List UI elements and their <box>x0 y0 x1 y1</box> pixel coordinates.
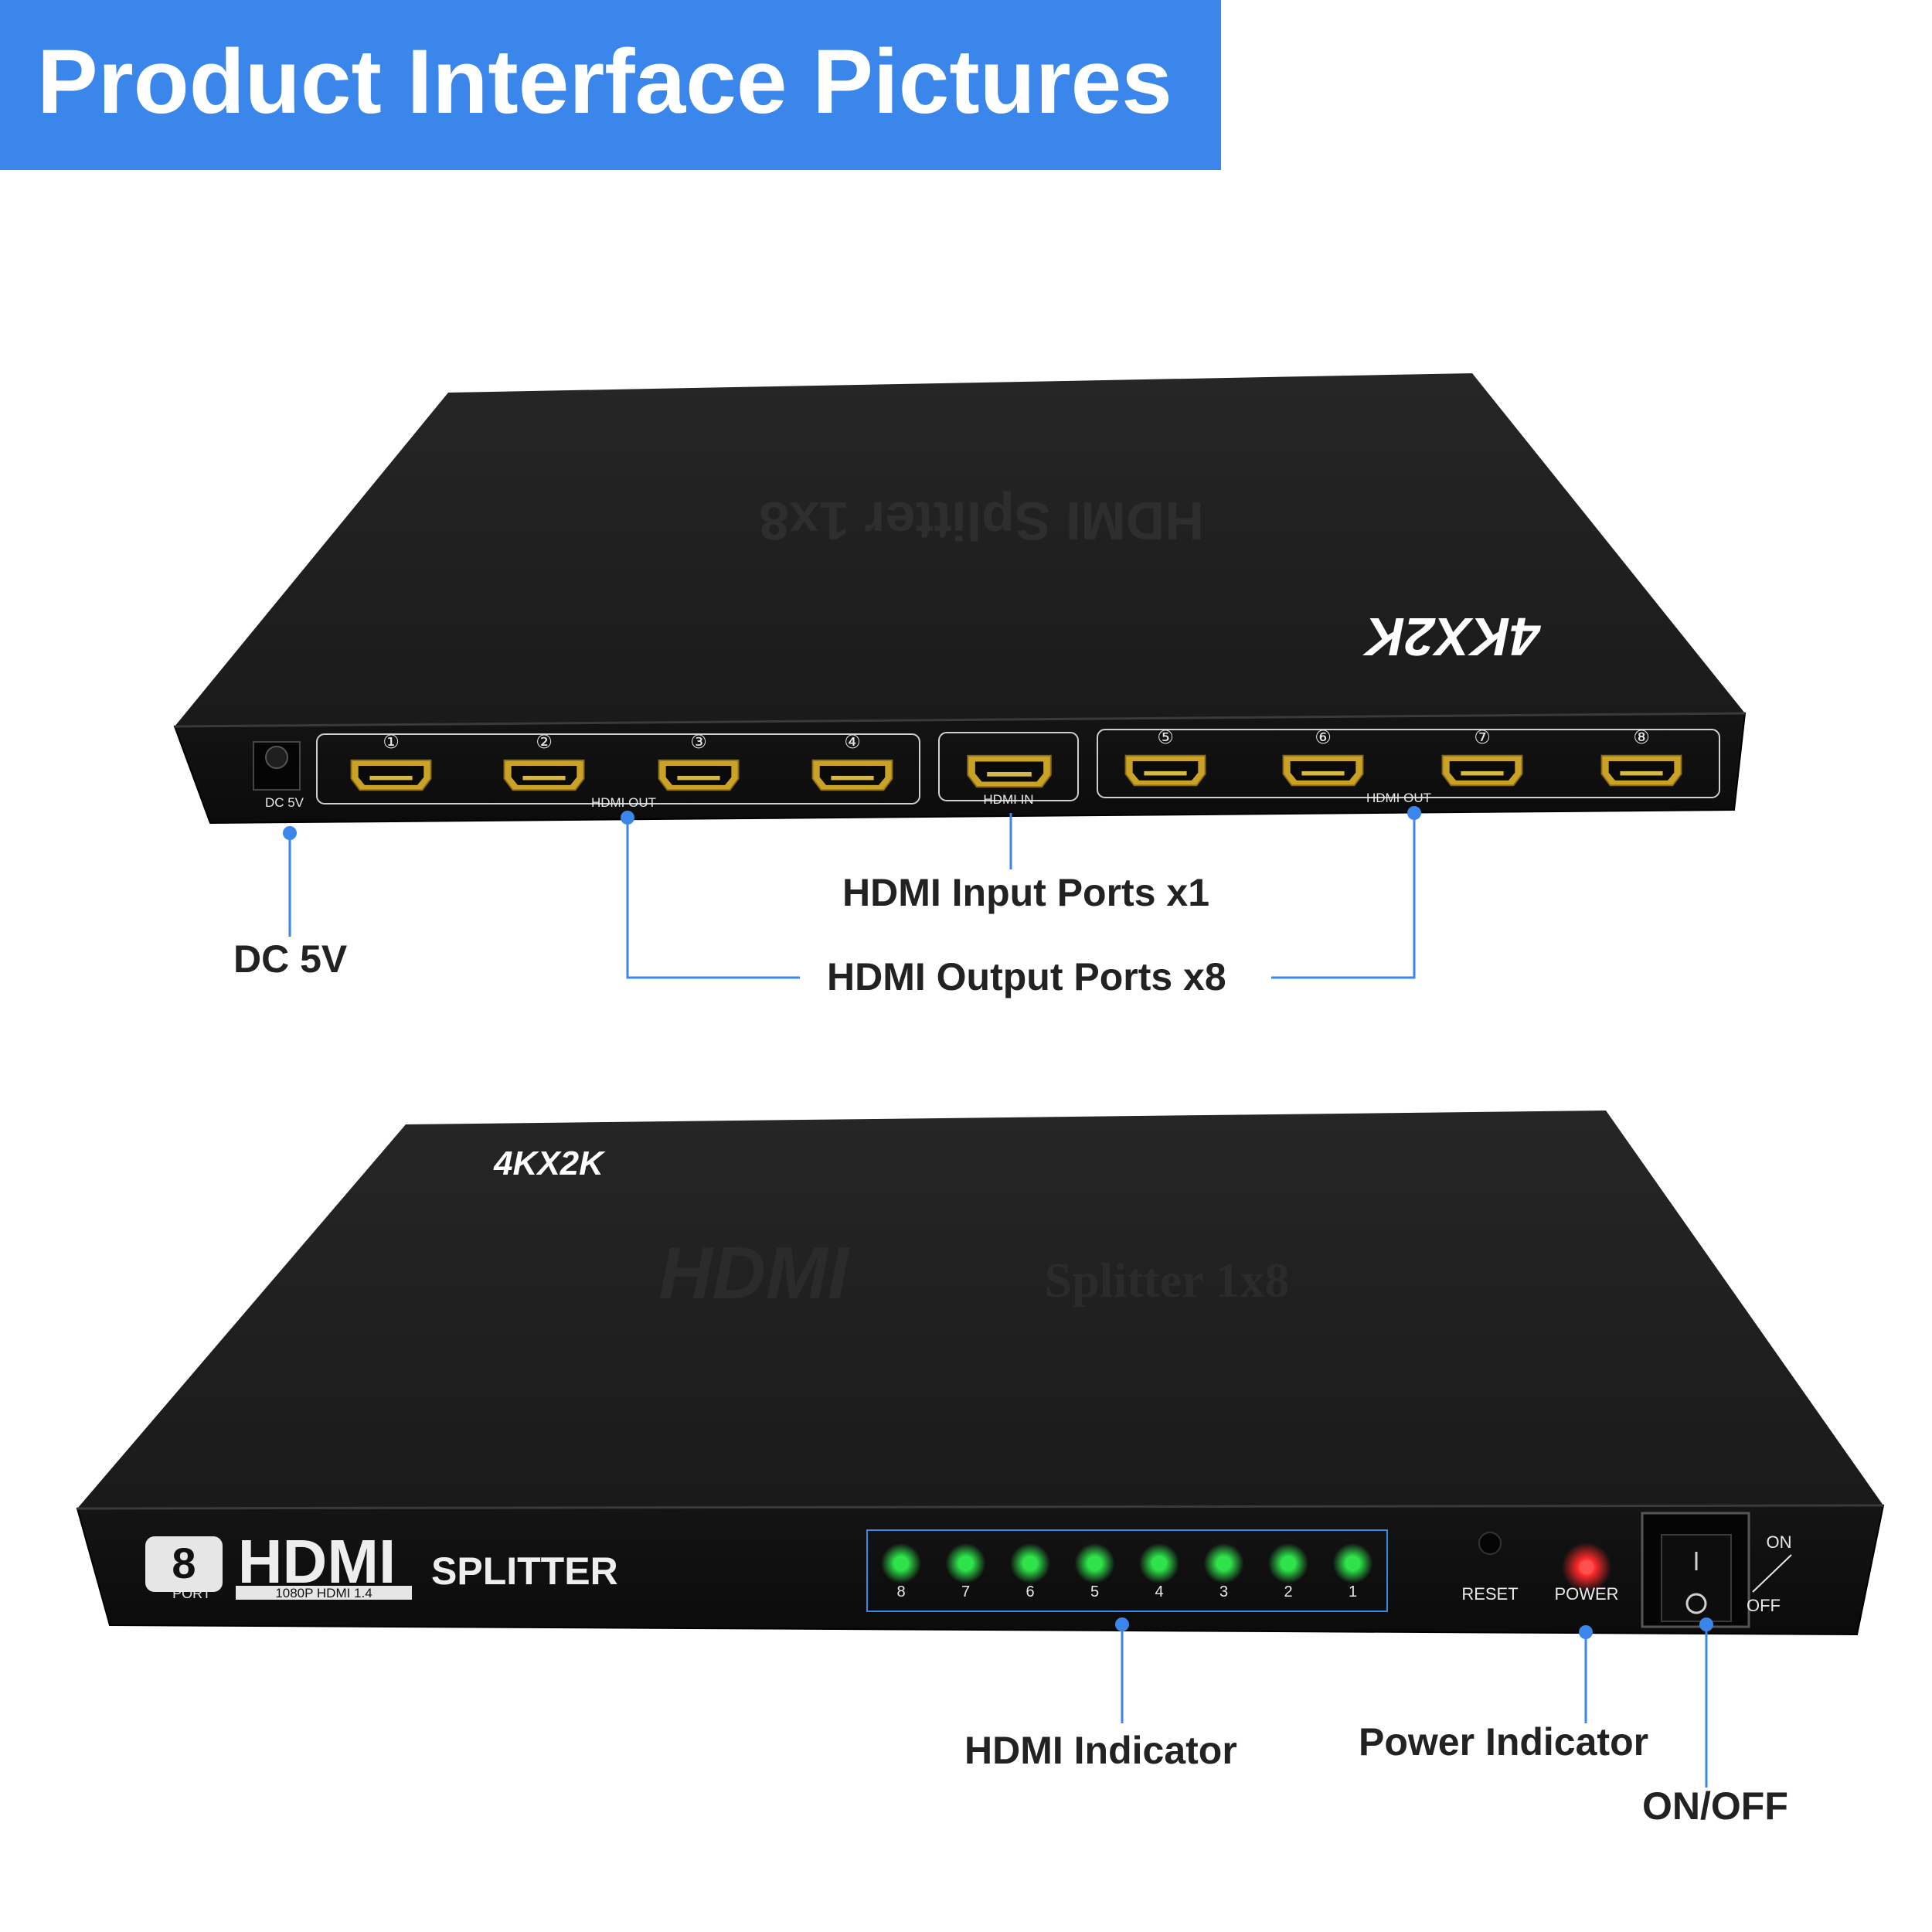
callout-dc: DC 5V <box>233 937 348 981</box>
hdmi-led <box>1024 1557 1036 1570</box>
hdmi-output-port <box>1441 754 1523 787</box>
callout-dot-onoff <box>1699 1617 1713 1631</box>
title-banner: Product Interface Pictures <box>0 0 1221 170</box>
hdmi-output-port <box>658 759 740 791</box>
front-top-embossed-model: Splitter 1x8 <box>1044 1253 1289 1308</box>
switch-off-label: OFF <box>1747 1596 1781 1615</box>
hdmi-led-number: 5 <box>1090 1583 1099 1600</box>
output-group-right-frame <box>1097 729 1720 798</box>
port-number: ③ <box>690 731 707 753</box>
input-group-frame <box>938 732 1079 801</box>
rear-callout-lines <box>288 813 1416 979</box>
hdmi-led <box>895 1557 907 1570</box>
front-top-brand-text: 4KX2K <box>493 1145 606 1182</box>
hdmi-led <box>1217 1557 1230 1570</box>
reset-label: RESET <box>1461 1584 1518 1604</box>
dc-jack-label: DC 5V <box>265 795 304 810</box>
hdmi-led-number: 4 <box>1155 1583 1163 1600</box>
hdmi-led-number: 8 <box>896 1583 905 1600</box>
logo-splitter: SPLITTER <box>431 1549 618 1593</box>
output-group-left-frame <box>316 733 920 804</box>
callout-dot-hdmi-indicator <box>1115 1617 1129 1631</box>
hdmi-output-port <box>1124 754 1206 787</box>
output-group-right-label: HDMI OUT <box>1366 791 1431 805</box>
rear-view-device: HDMI Splitter 1x8 4KX2K DC 5V HDMI OUT ①… <box>173 373 1747 825</box>
rear-device-top-surface <box>175 373 1745 726</box>
callout-dot-output-left <box>621 811 634 825</box>
callout-power-indicator: Power Indicator <box>1359 1720 1649 1764</box>
power-led <box>1580 1560 1594 1574</box>
callout-dot-output-right <box>1407 806 1421 820</box>
port-number: ⑧ <box>1633 726 1650 748</box>
callout-dot-power-indicator <box>1579 1625 1593 1639</box>
hdmi-led-number: 3 <box>1219 1583 1228 1600</box>
port-number: ② <box>536 731 553 753</box>
hdmi-output-port <box>350 759 432 791</box>
port-number: ⑤ <box>1157 726 1174 748</box>
callout-onoff: ON/OFF <box>1642 1784 1788 1828</box>
rear-top-embossed-text: HDMI Splitter 1x8 <box>759 491 1204 551</box>
hdmi-led <box>1346 1557 1359 1570</box>
callout-dot-dc <box>283 826 297 840</box>
rear-top-brand-text: 4KX2K <box>1362 607 1542 667</box>
logo-hdmi: HDMI <box>238 1527 396 1596</box>
callout-hdmi-output: HDMI Output Ports x8 <box>827 955 1226 998</box>
port-number: ⑥ <box>1315 726 1332 748</box>
front-top-embossed-hdmi: HDMI <box>658 1232 850 1315</box>
port-number: ④ <box>844 731 861 753</box>
power-label: POWER <box>1554 1584 1618 1604</box>
logo-sub: 1080P HDMI 1.4 <box>275 1586 372 1600</box>
hdmi-led-number: 2 <box>1284 1583 1292 1600</box>
power-switch-rocker <box>1661 1534 1732 1622</box>
switch-on-label: ON <box>1767 1532 1792 1552</box>
hdmi-led-number: 7 <box>961 1583 970 1600</box>
hdmi-led-number: 6 <box>1026 1583 1034 1600</box>
callout-hdmi-indicator: HDMI Indicator <box>964 1729 1237 1772</box>
hdmi-input-port <box>967 754 1052 788</box>
logo-port-label: PORT <box>172 1586 211 1601</box>
logo-port-count: 8 <box>172 1539 196 1587</box>
callout-hdmi-input: HDMI Input Ports x1 <box>842 871 1210 914</box>
reset-button <box>1478 1532 1502 1555</box>
output-group-left-label: HDMI OUT <box>591 795 656 810</box>
hdmi-output-port <box>811 759 893 791</box>
logo-port-badge <box>145 1536 223 1592</box>
port-number: ① <box>383 731 400 753</box>
led-panel-frame <box>866 1529 1388 1612</box>
hdmi-led-number: 1 <box>1349 1583 1357 1600</box>
hdmi-led <box>1153 1557 1165 1570</box>
hdmi-output-port <box>503 759 585 791</box>
port-number: ⑦ <box>1474 726 1491 748</box>
hdmi-led <box>1088 1557 1101 1570</box>
front-callout-lines <box>1121 1624 1708 1787</box>
hdmi-led <box>1282 1557 1294 1570</box>
front-view-device: 4KX2K HDMI Splitter 1x8 8 PORT HDMI 1080… <box>76 1111 1885 1636</box>
hdmi-output-port <box>1600 754 1682 787</box>
input-label: HDMI IN <box>983 792 1033 807</box>
banner-title: Product Interface Pictures <box>37 31 1172 133</box>
hdmi-led <box>959 1557 972 1570</box>
hdmi-output-port <box>1282 754 1364 787</box>
front-device-top-surface <box>77 1111 1883 1509</box>
